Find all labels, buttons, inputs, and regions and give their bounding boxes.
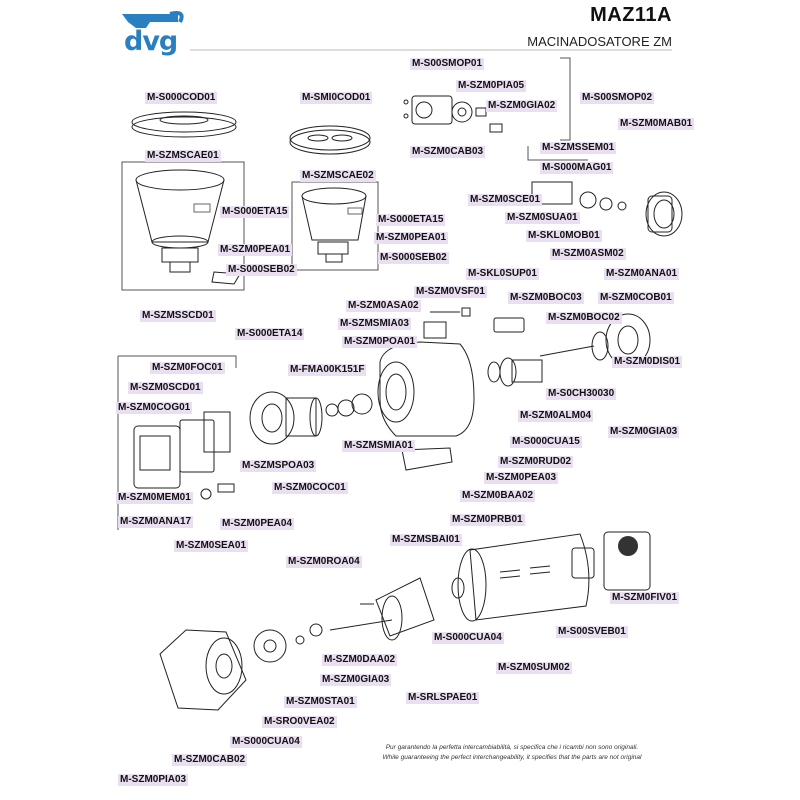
part-label: M-SZMSSCD01 [140, 310, 216, 322]
part-label: M-SZM0COB01 [598, 292, 674, 304]
part-label: M-SZMSCAE01 [145, 150, 221, 162]
part-label: M-SZM0PIA03 [118, 774, 189, 786]
part-label: M-SZMSMIA01 [342, 440, 415, 452]
hopper-large [135, 169, 241, 285]
hopper-group-box-middle [291, 181, 379, 271]
part-label: M-SZM0DAA02 [322, 654, 398, 666]
part-label: M-SZMSSEM01 [540, 142, 617, 154]
part-label: M-SZM0FIV01 [610, 592, 680, 604]
part-label: M-SZM0GIA03 [608, 426, 680, 438]
part-label: M-SZM0ASA02 [346, 300, 421, 312]
part-label: M-SZM0PIA05 [456, 80, 527, 92]
control-panel-housing [133, 411, 235, 500]
part-label: M-S00SVEB01 [556, 626, 628, 638]
part-label: M-SKL0SUP01 [466, 268, 539, 280]
motor-rotor [329, 577, 435, 641]
lid-large [131, 111, 237, 138]
part-label: M-S000CUA15 [510, 436, 582, 448]
part-label: M-FMA00K151F [288, 364, 367, 376]
model-subtitle: MACINADOSATORE ZM [527, 34, 672, 49]
part-label: M-SZM0DIS01 [612, 356, 683, 368]
part-label: M-S000ETA15 [220, 206, 290, 218]
part-label: M-S000COD01 [145, 92, 218, 104]
part-label: M-SZMSCAE02 [300, 170, 376, 182]
part-label: M-SZMSBAI01 [390, 534, 462, 546]
part-label: M-SZM0BOC03 [508, 292, 584, 304]
part-label: M-SZM0FOC01 [150, 362, 225, 374]
part-label: M-SZM0MEM01 [116, 492, 193, 504]
part-label: M-SZM0PEA03 [484, 472, 559, 484]
part-label: M-S000SEB02 [378, 252, 449, 264]
rear-flange [159, 623, 323, 711]
part-label: M-SZM0PEA01 [218, 244, 293, 256]
doser-subassembly [403, 95, 503, 133]
motor-housing [451, 531, 651, 622]
dvg-logo-mark [122, 11, 184, 28]
part-label: M-SZM0GIA02 [486, 100, 558, 112]
part-label: M-SZM0SUA01 [505, 212, 580, 224]
part-label: M-SZM0GIA03 [320, 674, 392, 686]
part-label: M-SZM0CAB02 [172, 754, 248, 766]
part-label: M-SZM0ROA04 [286, 556, 362, 568]
part-label: M-SZM0SCD01 [128, 382, 203, 394]
part-label: M-SZM0PEA04 [220, 518, 295, 530]
part-label: M-SZM0ALM04 [518, 410, 594, 422]
part-label: M-SZM0SCE01 [468, 194, 543, 206]
part-label: M-SZM0COG01 [116, 402, 193, 414]
part-label: M-SZM0PRB01 [450, 514, 525, 526]
brand-logo: dvg [124, 26, 178, 57]
part-label: M-S000ETA14 [235, 328, 305, 340]
part-label: M-SZM0COC01 [272, 482, 348, 494]
hopper-small [301, 187, 367, 263]
part-label: M-SZM0STA01 [284, 696, 357, 708]
part-label: M-SZM0ANA17 [118, 516, 194, 528]
part-label: M-SZM0BAA02 [460, 490, 536, 502]
grinder-parts-row [430, 307, 651, 387]
brake-subassembly [531, 181, 683, 237]
part-label: M-SRO0VEA02 [262, 716, 337, 728]
model-code: MAZ11A [590, 4, 672, 26]
part-label: M-SZM0CAB03 [410, 146, 486, 158]
part-label: M-SZM0SEA01 [174, 540, 249, 552]
part-label: M-SZM0RUD02 [498, 456, 574, 468]
part-label: M-SKL0MOB01 [526, 230, 602, 242]
part-label: M-S000MAG01 [540, 162, 614, 174]
part-label: M-S00SMOP02 [580, 92, 655, 104]
part-label: M-SZM0POA01 [342, 336, 418, 348]
part-label: M-SZM0VSF01 [414, 286, 487, 298]
part-label: M-S000CUA04 [230, 736, 302, 748]
part-label: M-SRLSPAE01 [406, 692, 480, 704]
disclaimer-english: While guaranteeing the perfect interchan… [382, 754, 642, 761]
part-label: M-SZM0SUM02 [496, 662, 572, 674]
part-label: M-S0CH30030 [546, 388, 617, 400]
part-label: M-S000CUA04 [432, 632, 504, 644]
part-label: M-S00SMOP01 [410, 58, 485, 70]
part-label: M-SZMSPOA03 [240, 460, 317, 472]
front-flange [249, 391, 373, 445]
lid-small [289, 125, 371, 155]
part-label: M-SMI0COD01 [300, 92, 373, 104]
part-label: M-SZM0BOC02 [546, 312, 622, 324]
part-label: M-S000SEB02 [226, 264, 297, 276]
part-label: M-S000ETA15 [376, 214, 446, 226]
hopper-group-box-left [121, 161, 245, 291]
disclaimer-italian: Pur garantendo la perfetta intercambiabi… [385, 744, 639, 751]
part-label: M-SZM0MAB01 [618, 118, 695, 130]
part-label: M-SZM0PEA01 [374, 232, 449, 244]
part-label: M-SZM0ANA01 [604, 268, 680, 280]
part-label: M-SZM0ASM02 [550, 248, 626, 260]
part-label: M-SZMSMIA03 [338, 318, 411, 330]
